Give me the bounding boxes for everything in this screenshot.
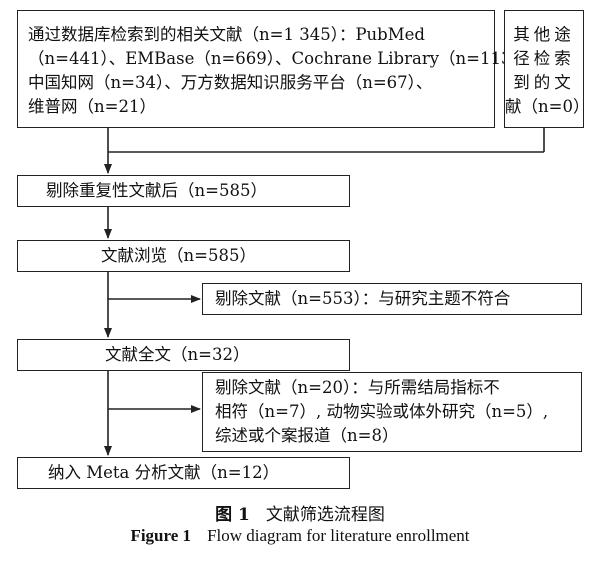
exclusion-topic-box: 剔除文献（n=553）：与研究主题不符合 — [202, 283, 582, 315]
figure-title-en: Flow diagram for literature enrollment — [207, 526, 470, 545]
deduplicated-box: 剔除重复性文献后（n=585） — [17, 175, 350, 207]
browse-label: 文献浏览（n=585） — [101, 246, 256, 265]
figure-number-cn: 图 1 — [215, 505, 250, 525]
figure-caption-chinese: 图 1 文献筛选流程图 — [0, 500, 600, 525]
figure-number-en: Figure 1 — [130, 526, 192, 545]
exclusion-outcome-line: 剔除文献（n=20）：与所需结局指标不 — [215, 378, 500, 397]
other-sources-box: 其他途 径检索 到的文 献（n=0） — [504, 10, 590, 128]
included-box: 纳入 Meta 分析文献（n=12） — [17, 457, 350, 489]
figure-title-cn: 文献筛选流程图 — [265, 505, 385, 525]
exclusion-outcome-line: 相符（n=7）, 动物实验或体外研究（n=5）, — [215, 402, 549, 421]
fulltext-label: 文献全文（n=32） — [105, 345, 250, 364]
database-search-box: 通过数据库检索到的相关文献（n=1 345）：PubMed （n=441）、EM… — [17, 10, 537, 128]
other-sources-line: 其他途 — [513, 25, 575, 44]
deduplicated-label: 剔除重复性文献后（n=585） — [46, 181, 267, 200]
exclusion-outcome-box: 剔除文献（n=20）：与所需结局指标不 相符（n=7）, 动物实验或体外研究（n… — [202, 372, 582, 452]
database-search-line: （n=441）、EMBase（n=669）、Cochrane Library（n… — [28, 49, 537, 68]
figure-caption-english: Figure 1 Flow diagram for literature enro… — [0, 526, 600, 546]
other-sources-line: 径检索 — [513, 49, 575, 68]
database-search-line: 维普网（n=21） — [28, 97, 156, 116]
exclusion-outcome-line: 综述或个案报道（n=8） — [215, 426, 399, 445]
included-label: 纳入 Meta 分析文献（n=12） — [48, 463, 280, 482]
database-search-line: 通过数据库检索到的相关文献（n=1 345）：PubMed — [28, 25, 425, 44]
fulltext-box: 文献全文（n=32） — [17, 339, 350, 371]
browse-box: 文献浏览（n=585） — [17, 240, 350, 272]
other-sources-line: 到的文 — [513, 73, 575, 92]
exclusion-topic-label: 剔除文献（n=553）：与研究主题不符合 — [215, 289, 511, 308]
database-search-line: 中国知网（n=34）、万方数据知识服务平台（n=67）、 — [28, 73, 433, 92]
other-sources-line: 献（n=0） — [505, 97, 590, 116]
